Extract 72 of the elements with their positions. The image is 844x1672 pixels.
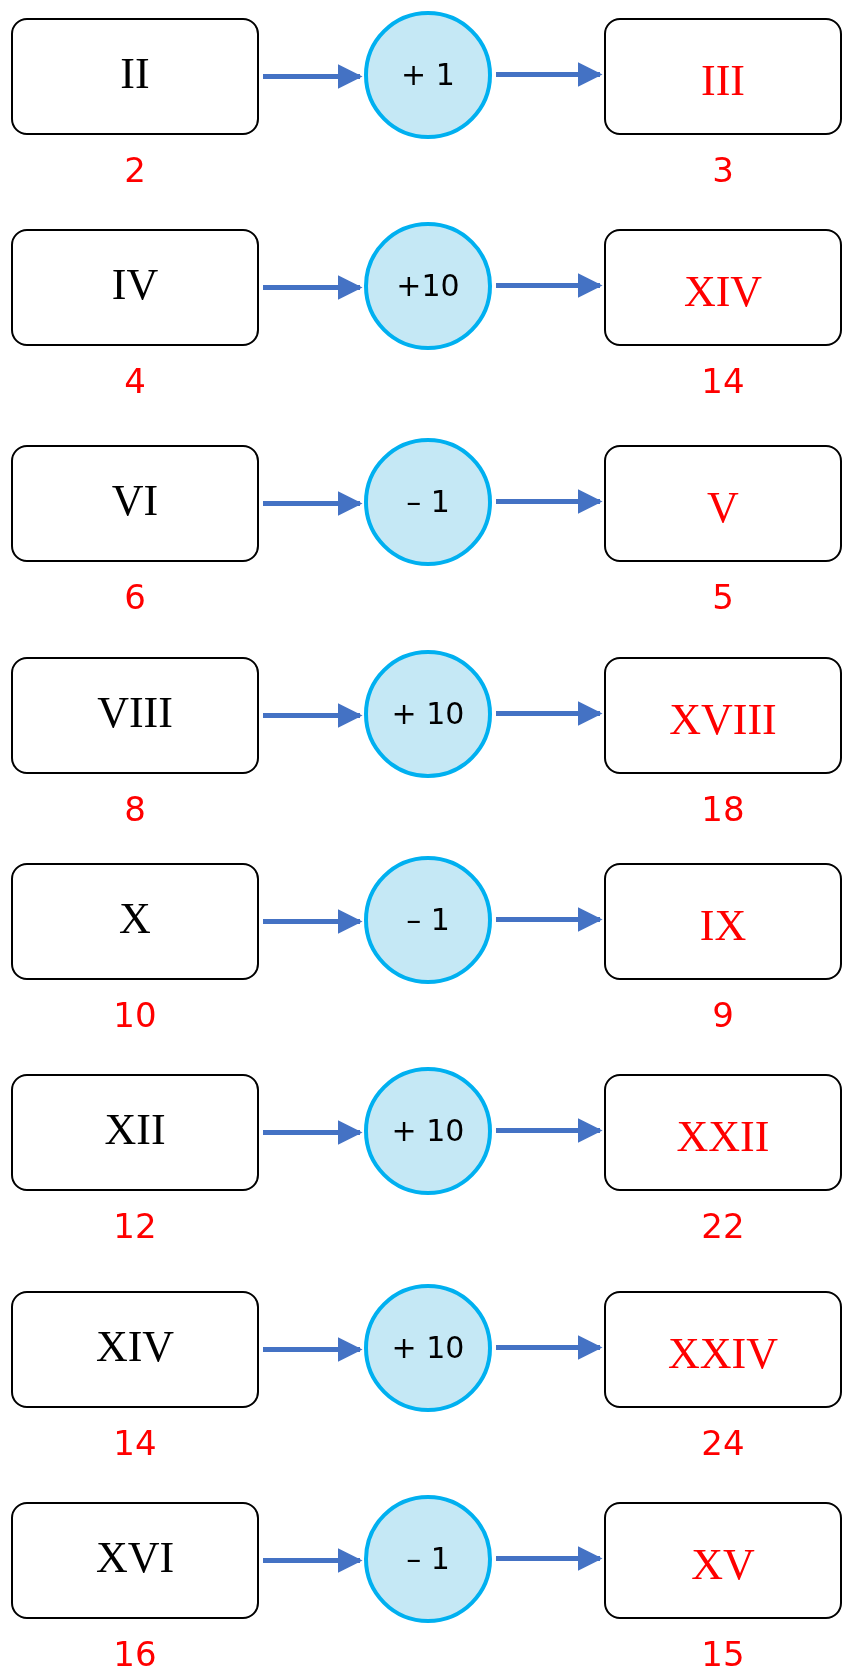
roman-numeral: XVIII <box>669 697 777 742</box>
roman-numeral: V <box>707 485 739 530</box>
numeral-box <box>604 863 842 980</box>
arrow <box>263 1120 363 1145</box>
number-label: 4 <box>124 364 146 398</box>
numeral-box <box>604 18 842 135</box>
numeral-box <box>604 229 842 346</box>
arrow <box>496 907 603 932</box>
number-label: 16 <box>113 1637 157 1671</box>
operation-text: – 1 <box>406 904 450 935</box>
arrow <box>263 909 363 934</box>
number-label: 24 <box>701 1426 745 1460</box>
number-label: 6 <box>124 580 146 614</box>
roman-numeral: XVI <box>95 1535 175 1580</box>
roman-numeral: XXII <box>676 1114 770 1159</box>
arrow <box>263 491 363 516</box>
numeral-box <box>11 18 259 135</box>
operation-text: + 10 <box>391 1115 465 1146</box>
roman-numeral: XXIV <box>668 1331 778 1376</box>
roman-numeral: XII <box>104 1107 166 1152</box>
numeral-box <box>604 445 842 562</box>
numeral-box <box>11 657 259 774</box>
roman-numeral: X <box>119 896 151 941</box>
arrow <box>263 703 363 728</box>
roman-numeral: III <box>701 58 745 103</box>
operation-text: +10 <box>396 270 460 301</box>
arrow <box>496 273 603 298</box>
number-label: 22 <box>701 1209 745 1243</box>
number-label: 8 <box>124 792 146 826</box>
numeral-box <box>11 229 259 346</box>
roman-numeral: IX <box>699 903 747 948</box>
numeral-box <box>604 1502 842 1619</box>
numeral-box <box>11 445 259 562</box>
numeral-box <box>11 863 259 980</box>
number-label: 14 <box>701 364 745 398</box>
arrow <box>496 1335 603 1360</box>
number-label: 9 <box>712 998 734 1032</box>
roman-numeral: II <box>120 51 150 96</box>
arrow <box>263 1337 363 1362</box>
roman-numeral: VIII <box>97 690 173 735</box>
numeral-box <box>604 1291 842 1408</box>
number-label: 12 <box>113 1209 157 1243</box>
operation-text: + 1 <box>401 59 455 90</box>
arrow <box>496 701 603 726</box>
roman-numeral: XIV <box>95 1324 175 1369</box>
number-label: 18 <box>701 792 745 826</box>
operation-text: + 10 <box>391 1332 465 1363</box>
number-label: 2 <box>124 153 146 187</box>
arrow <box>496 1118 603 1143</box>
roman-numeral: XIV <box>683 269 763 314</box>
arrow <box>496 62 603 87</box>
operation-text: – 1 <box>406 1543 450 1574</box>
arrow <box>496 489 603 514</box>
numeral-box <box>604 1074 842 1191</box>
operation-text: + 10 <box>391 698 465 729</box>
number-label: 14 <box>113 1426 157 1460</box>
numeral-box <box>11 1502 259 1619</box>
number-label: 5 <box>712 580 734 614</box>
roman-numeral: XV <box>691 1542 755 1587</box>
arrow <box>496 1546 603 1571</box>
numeral-box <box>11 1074 259 1191</box>
roman-numeral: IV <box>111 262 159 307</box>
operation-text: – 1 <box>406 486 450 517</box>
number-label: 10 <box>113 998 157 1032</box>
numeral-box <box>604 657 842 774</box>
number-label: 3 <box>712 153 734 187</box>
number-label: 15 <box>701 1637 745 1671</box>
arrow <box>263 1548 363 1573</box>
arrow <box>263 64 363 89</box>
arrow <box>263 275 363 300</box>
numeral-box <box>11 1291 259 1408</box>
roman-numeral: VI <box>111 478 159 523</box>
